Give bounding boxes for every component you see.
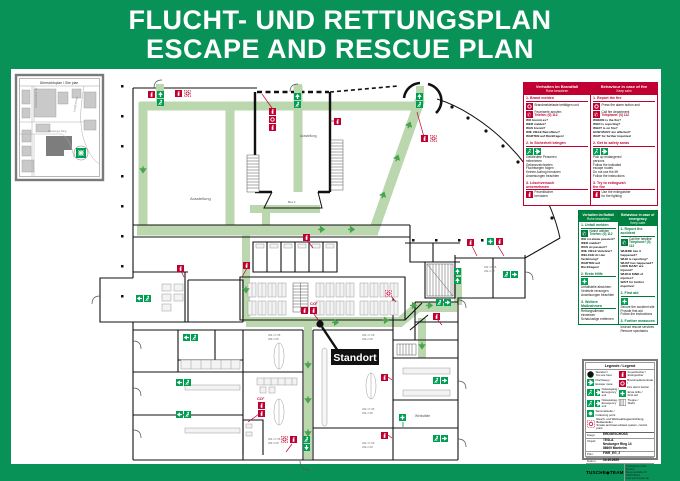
svg-text:WE 2.08: WE 2.08 bbox=[362, 445, 373, 449]
svg-text:CO²: CO² bbox=[310, 301, 318, 306]
assembly-point-icon bbox=[73, 145, 89, 161]
svg-text:WE 2.08: WE 2.08 bbox=[362, 337, 373, 341]
signs: CO² CO² bbox=[136, 89, 518, 453]
svg-text:WE 17.08: WE 17.08 bbox=[484, 265, 497, 269]
svg-text:Box 1: Box 1 bbox=[288, 200, 296, 204]
svg-text:CO²: CO² bbox=[257, 396, 265, 401]
svg-text:WE 17.08: WE 17.08 bbox=[362, 407, 375, 411]
svg-text:Donauwörther Str.: Donauwörther Str. bbox=[34, 87, 38, 108]
exit-sign bbox=[157, 91, 164, 98]
legend-rwa: Rauch- und Wärmeabzugseinrichtung, Bedie… bbox=[586, 418, 654, 431]
exit-sign bbox=[157, 99, 164, 106]
svg-text:WE 17.08: WE 17.08 bbox=[362, 333, 375, 337]
legend-title: Legende / Legend bbox=[586, 363, 654, 370]
legend-treppe: Treppe / Stairs bbox=[619, 399, 653, 406]
svg-text:Werkstätte: Werkstätte bbox=[415, 414, 430, 418]
extinguisher-sign bbox=[147, 90, 156, 99]
plan-date: 14.10.2020 bbox=[603, 457, 619, 462]
svg-text:WE 17.08: WE 17.08 bbox=[268, 333, 281, 337]
svg-text:WE 2.08: WE 2.08 bbox=[484, 269, 495, 273]
legend-notausgang: Notausgang / Emergency exit bbox=[587, 387, 619, 398]
legend-box: Legende / Legend Standort / You are here… bbox=[582, 359, 658, 481]
legend-feuerloescher: Feuerlöscher / Extinguisher bbox=[619, 370, 653, 378]
title-line-en: ESCAPE AND RESCUE PLAN bbox=[145, 34, 535, 64]
floor-name: ERDGESCHOSS bbox=[603, 432, 628, 437]
svg-text:WE 17.08: WE 17.08 bbox=[362, 441, 375, 445]
svg-text:Langholzweg: Langholzweg bbox=[72, 96, 79, 112]
svg-text:WE 17.08: WE 17.08 bbox=[268, 437, 281, 441]
stairs bbox=[246, 139, 454, 356]
svg-text:✆: ✆ bbox=[622, 241, 626, 247]
furniture bbox=[161, 243, 451, 437]
svg-text:✆: ✆ bbox=[594, 112, 598, 118]
standort-label: Standort bbox=[333, 352, 377, 364]
author-address: Tuscheteam CAD-Service Siemensstraße 23 … bbox=[623, 464, 654, 481]
page-title: FLUCHT- UND RETTUNGSPLAN ESCAPE AND RESC… bbox=[0, 6, 680, 64]
legend-sammelstelle: Sammelstelle / Collecting point bbox=[587, 410, 619, 418]
svg-text:WE 2.08: WE 2.08 bbox=[268, 337, 279, 341]
svg-text:Ausstellung: Ausstellung bbox=[190, 196, 211, 201]
smoke-vent-sign bbox=[183, 89, 192, 98]
title-line-de: FLUCHT- UND RETTUNGSPLAN bbox=[128, 5, 552, 35]
legend-erstehilfe: Erste Hilfe / First aid bbox=[619, 390, 653, 398]
legend-brandmelder: Brandmeldezentrale / Fire alarm button bbox=[619, 379, 653, 389]
svg-text:✆: ✆ bbox=[527, 112, 531, 118]
legend-notausstieg: Notausstieg / Emergency exit bbox=[587, 398, 619, 409]
title-block: Etage:ERDGESCHOSS Objekt:TESLA Neuburger… bbox=[586, 431, 654, 481]
legend-fluchtweg: Fluchtweg / Escape route bbox=[587, 379, 619, 387]
svg-text:WE 2.08: WE 2.08 bbox=[268, 441, 279, 445]
extinguisher-sign bbox=[174, 89, 183, 98]
svg-text:WE 2.08: WE 2.08 bbox=[362, 411, 373, 415]
site-map: Übersichtsplan / Site plan Donauwörther … bbox=[14, 73, 105, 182]
walls bbox=[99, 81, 561, 461]
site-map-title: Übersichtsplan / Site plan bbox=[40, 81, 79, 85]
door-arcs bbox=[91, 79, 534, 471]
svg-text:Neuburger Ring: Neuburger Ring bbox=[48, 129, 67, 133]
route-arrows bbox=[139, 121, 433, 437]
standort-marker: Standort bbox=[316, 320, 379, 365]
object-name: TESLA Neuburger Ring 14 86609 Monheim bbox=[603, 438, 632, 450]
room-labels: Ausstellung Ausstellung Box 1 Werkstätte… bbox=[190, 134, 497, 449]
legend-standort: Standort / You are here bbox=[587, 370, 619, 378]
plan-id: FWR_EG_2 bbox=[603, 451, 621, 456]
svg-text:Ausstellung: Ausstellung bbox=[300, 134, 317, 138]
author-logo: TUSCHE◆TEAM bbox=[586, 469, 624, 475]
svg-text:✆: ✆ bbox=[582, 231, 586, 237]
